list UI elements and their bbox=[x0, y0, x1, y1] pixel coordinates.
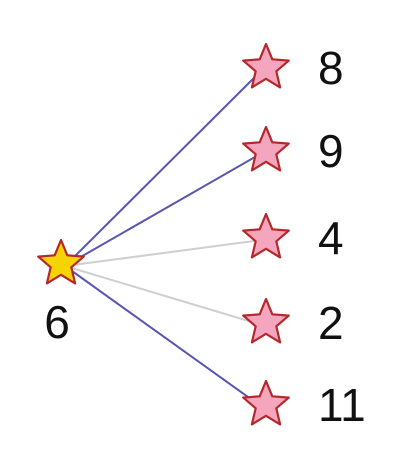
edge-6-to-8 bbox=[64, 69, 263, 267]
node-t8: 8 bbox=[242, 42, 344, 94]
star-icon bbox=[242, 297, 290, 344]
edge-6-to-2 bbox=[64, 265, 263, 326]
star-icon bbox=[37, 238, 85, 285]
edge-6-to-9 bbox=[64, 152, 263, 267]
edge-6-to-4 bbox=[64, 239, 263, 267]
nodes-layer: 6 8 9 4 2 11 bbox=[37, 42, 366, 431]
edge-6-to-11 bbox=[64, 265, 263, 408]
node-label-t11: 11 bbox=[318, 379, 366, 431]
node-label-t9: 9 bbox=[318, 125, 344, 177]
star-icon bbox=[242, 42, 290, 89]
star-icon bbox=[242, 379, 290, 426]
node-source: 6 bbox=[37, 238, 85, 348]
node-label-source: 6 bbox=[44, 296, 70, 348]
node-label-t2: 2 bbox=[318, 297, 344, 349]
node-label-t4: 4 bbox=[318, 212, 344, 264]
node-t9: 9 bbox=[242, 125, 344, 177]
node-t4: 4 bbox=[242, 212, 344, 264]
star-icon bbox=[242, 125, 290, 172]
node-t11: 11 bbox=[242, 379, 366, 431]
node-label-t8: 8 bbox=[318, 42, 344, 94]
edges-layer bbox=[64, 69, 263, 408]
star-icon bbox=[242, 212, 290, 259]
node-t2: 2 bbox=[242, 297, 344, 349]
